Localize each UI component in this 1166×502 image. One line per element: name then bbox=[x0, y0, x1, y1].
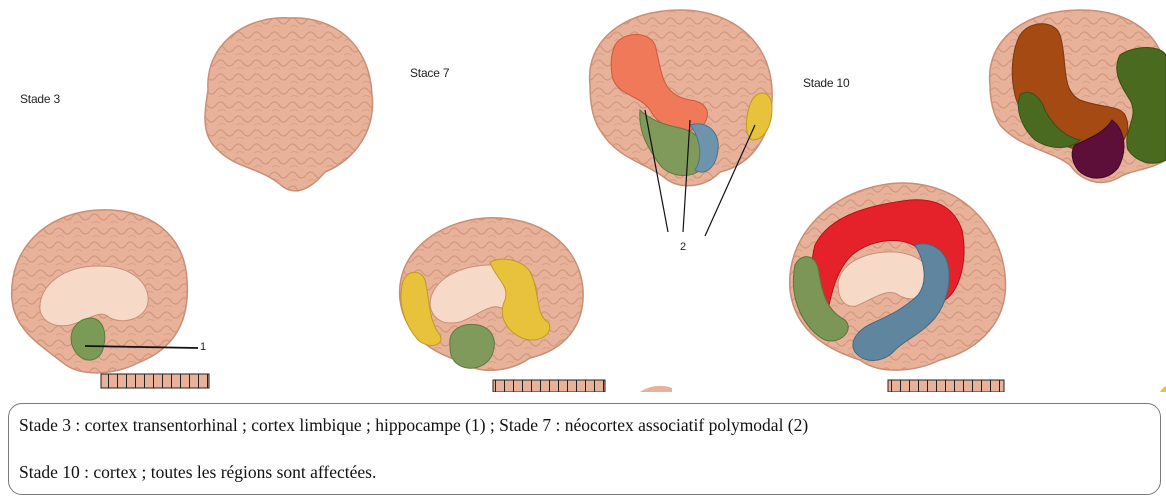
stage10-label: Stade 10 bbox=[803, 76, 849, 90]
caption-line-2: Stade 10 : cortex ; toutes les régions s… bbox=[19, 462, 376, 483]
stage3-scale-bar bbox=[101, 374, 209, 388]
stage7-lateral-brain bbox=[590, 10, 773, 236]
stage3-medial-brain bbox=[12, 210, 209, 388]
stage10-lateral-brain bbox=[990, 10, 1166, 182]
stage7-medial-green bbox=[450, 324, 495, 368]
stage10-medial-brain bbox=[790, 183, 1006, 392]
stage7-medial-brain bbox=[400, 218, 605, 392]
caption-line-1: Stade 3 : cortex transentorhinal ; corte… bbox=[19, 415, 808, 436]
partial-brain-edge bbox=[640, 386, 672, 392]
stage3-label: Stade 3 bbox=[20, 92, 60, 106]
caption-box: Stade 3 : cortex transentorhinal ; corte… bbox=[8, 403, 1161, 495]
brain-staging-figure: Stade 3 Stace 7 Stade 10 1 2 bbox=[0, 0, 1166, 392]
stage7-label: Stace 7 bbox=[410, 66, 449, 80]
partial-edge-mark bbox=[1160, 386, 1166, 392]
stage7-scale-bar bbox=[493, 380, 605, 392]
stage3-hippocampus-region bbox=[71, 318, 105, 360]
stage10-scale-bar bbox=[888, 380, 1004, 392]
brain-illustrations bbox=[0, 0, 1166, 392]
callout-number-2: 2 bbox=[680, 241, 686, 253]
stage3-lateral-brain bbox=[205, 18, 372, 191]
callout-number-1: 1 bbox=[200, 341, 206, 353]
